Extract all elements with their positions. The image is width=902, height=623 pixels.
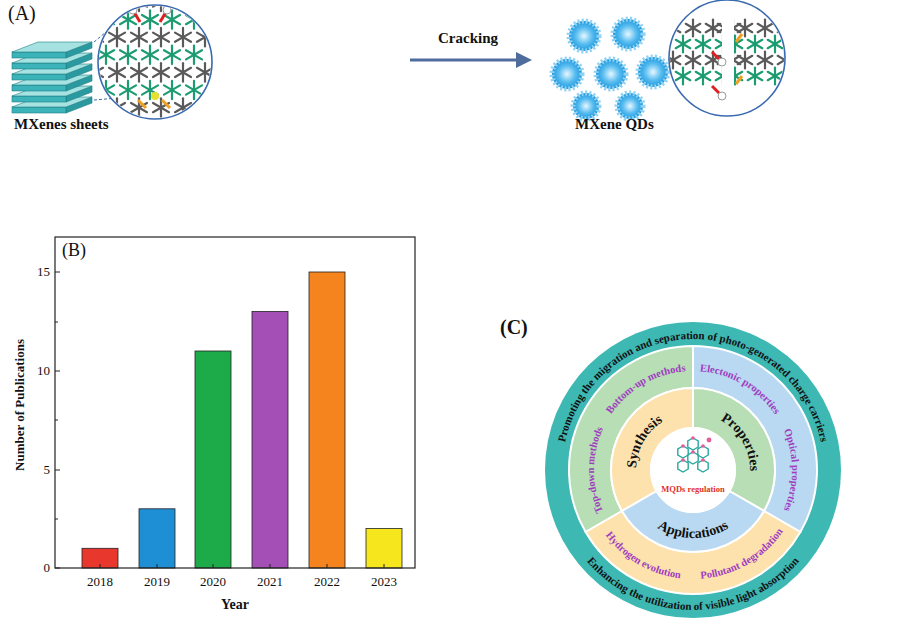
label: 10: [37, 364, 50, 378]
label: MXene QDs: [575, 116, 654, 133]
zoom-circle: [98, 5, 212, 119]
quantum-dots: [552, 19, 668, 119]
label: 0: [44, 561, 51, 575]
label: Number of Publications: [13, 339, 27, 471]
segment-shape: MQDs regulation: [545, 322, 841, 618]
label: 2020: [200, 575, 226, 589]
label: (B): [62, 241, 86, 261]
label: (A): [8, 2, 36, 24]
label: 2022: [314, 575, 340, 589]
label: MXenes sheets: [14, 116, 109, 133]
segment-text: Top-down methods: [585, 425, 605, 515]
molecule-icon: [678, 436, 712, 472]
outer-ring: Promoting the migration and separation o…: [545, 322, 841, 618]
arrow-shaft: [410, 59, 518, 62]
mxene-stack: [12, 42, 92, 113]
svg-text:Optical properties: Optical properties: [782, 427, 801, 513]
segment-text: Applications: [656, 517, 731, 541]
label: 15: [37, 265, 50, 279]
label: Year: [221, 597, 249, 612]
lattice: [87, 0, 213, 117]
label: 2018: [87, 575, 113, 589]
label: 2019: [144, 575, 170, 589]
label: 5: [44, 463, 51, 477]
svg-text:Applications: Applications: [656, 517, 731, 541]
arrow-head: [516, 52, 532, 68]
label: Cracking: [438, 30, 498, 47]
center-circle: MQDs regulation: [545, 322, 841, 618]
segment-text: Optical properties: [782, 427, 801, 513]
label: 2021: [257, 575, 283, 589]
label: (C): [500, 316, 528, 338]
svg-text:Top-down methods: Top-down methods: [585, 425, 605, 515]
bar-chart: [55, 237, 415, 568]
lattice: [666, 0, 793, 120]
circle-diagram: Promoting the migration and separation o…: [545, 322, 841, 618]
segment-text: MQDs regulation: [661, 484, 725, 494]
label: 2023: [371, 575, 397, 589]
